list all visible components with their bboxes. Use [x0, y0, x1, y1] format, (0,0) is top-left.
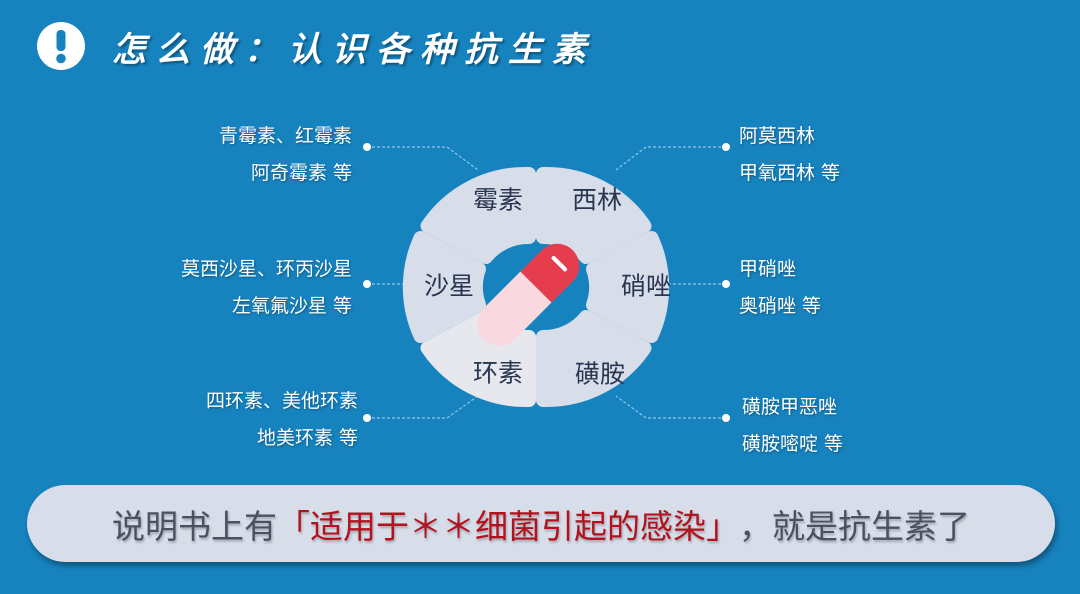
banner-highlight: 「适用于＊＊细菌引起的感染」 [277, 506, 739, 546]
desc-line: 左氧氟沙星 等 [231, 295, 352, 317]
segment-meisu[interactable] [420, 166, 536, 264]
dot-xilin [722, 143, 730, 151]
desc-line: 甲硝唑 [739, 258, 797, 280]
dot-huangan [722, 414, 730, 422]
desc-meisu: 青霉素、红霉素 阿奇霉素 等 [219, 118, 352, 192]
dot-meisu [363, 143, 371, 151]
desc-huangan: 磺胺甲恶唑 磺胺嘧啶 等 [742, 389, 843, 463]
segment-xiaozuo[interactable] [586, 231, 670, 343]
desc-line: 四环素、美他环素 [205, 390, 358, 412]
connector-dots [363, 143, 730, 422]
header: 怎么做：认识各种抗生素 [36, 20, 596, 72]
segment-label-huangan: 磺胺 [575, 360, 625, 389]
desc-line: 青霉素、红霉素 [218, 125, 352, 147]
segment-label-meisu: 霉素 [473, 186, 523, 215]
desc-line: 地美环素 等 [256, 427, 358, 449]
segment-xilin[interactable] [536, 166, 652, 264]
desc-line: 阿莫西林 [739, 125, 816, 147]
capsule-icon [477, 243, 580, 346]
segment-label-xiaozuo: 硝唑 [621, 272, 671, 301]
desc-line: 莫西沙星、环丙沙星 [180, 258, 352, 280]
desc-xilin: 阿莫西林 甲氧西林 等 [739, 118, 840, 192]
desc-line: 磺胺嘧啶 等 [742, 433, 844, 455]
segment-label-shaxing: 沙星 [424, 272, 474, 301]
desc-line: 甲氧西林 等 [739, 162, 841, 184]
banner-suffix: ，就是抗生素了 [739, 506, 970, 546]
desc-huansu: 四环素、美他环素 地美环素 等 [206, 383, 358, 457]
summary-banner: 说明书上有 「适用于＊＊细菌引起的感染」 ，就是抗生素了 [27, 485, 1055, 562]
desc-line: 磺胺甲恶唑 [742, 396, 838, 418]
banner-prefix: 说明书上有 [112, 506, 277, 546]
desc-shaxing: 莫西沙星、环丙沙星 左氧氟沙星 等 [181, 251, 352, 325]
page-title: 怎么做：认识各种抗生素 [112, 29, 596, 70]
desc-line: 奥硝唑 等 [739, 295, 822, 317]
segment-label-huansu: 环素 [473, 359, 523, 388]
segment-label-xilin: 西林 [572, 186, 622, 215]
dot-shaxing [363, 280, 371, 288]
exclamation-circle-icon [37, 22, 85, 70]
desc-line: 阿奇霉素 等 [250, 162, 352, 184]
desc-xiaozuo: 甲硝唑 奥硝唑 等 [739, 251, 821, 325]
dot-xiaozuo [722, 280, 730, 288]
segment-huangan[interactable] [536, 310, 652, 408]
segment-shaxing[interactable] [402, 231, 486, 343]
dot-huansu [363, 414, 371, 422]
connector-lines [367, 146, 726, 419]
